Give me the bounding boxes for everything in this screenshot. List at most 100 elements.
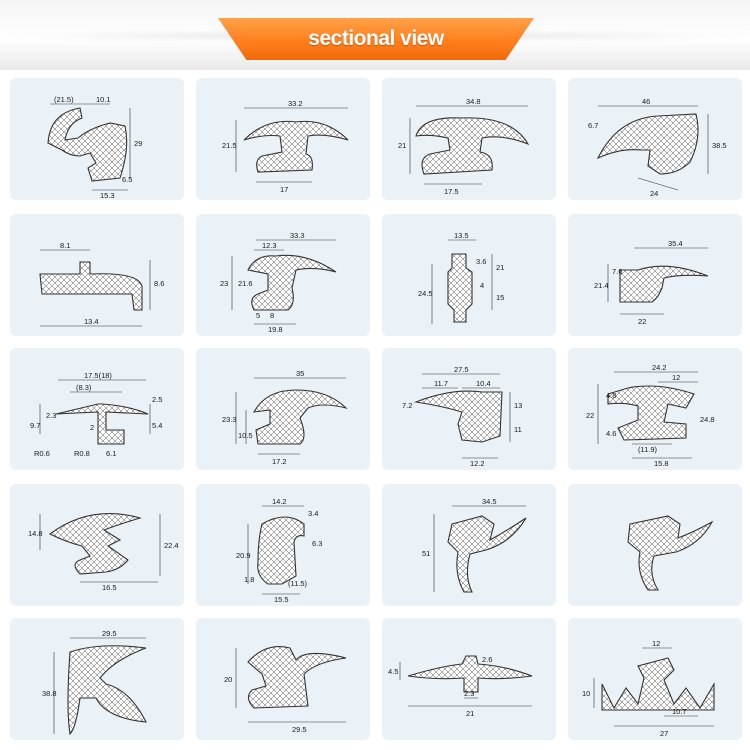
dim-label: 7.2 [402,401,412,410]
dim-label: 22 [586,411,594,420]
dim-label: 51 [422,549,430,558]
profile-card-12: 24.2 12 22 4.8 4.6 24.8 (11.9) 15.8 [568,348,742,470]
dim-label: 21.4 [594,281,609,290]
dim-label: 38.8 [42,689,57,698]
dim-label: 10.7 [672,707,687,716]
dim-label: (11.9) [638,445,658,454]
dim-label: 17.5 [444,187,459,196]
dim-label: 19.8 [268,325,283,334]
dim-label: 24 [650,189,658,198]
dim-label: 21 [398,141,406,150]
dim-label: 21.6 [238,279,253,288]
profile-card-10: 35 23.3 10.5 17.2 [196,348,370,470]
dim-label: 20 [224,675,232,684]
dim-label: 13 [514,401,522,410]
dim-label: 24.2 [652,363,667,372]
dim-label: (8.3) [76,383,92,392]
dim-label: 11 [514,425,522,434]
profile-card-7: 13.5 3.6 24.5 21 4 15 [382,214,556,336]
profile-card-15: 34.5 51 [382,484,556,606]
dim-label: 21 [466,709,474,718]
dim-label: 29.5 [102,629,117,638]
dim-label: 23 [220,279,228,288]
dim-label: 33.3 [290,231,305,240]
dim-label: 35 [296,369,304,378]
dim-label: 8 [270,311,274,320]
dim-label: 6.3 [312,539,322,548]
dim-label: 29 [134,139,142,148]
dim-label: 14.2 [272,497,287,506]
page-title: sectional view [308,27,444,50]
dim-label: R0.6 [34,449,50,458]
dim-label: 34.8 [466,97,481,106]
dim-label: 15 [496,293,504,302]
profile-card-19: 4.5 2.6 2.3 21 [382,618,556,740]
dim-label: 46 [642,97,650,106]
title-banner [218,18,534,60]
dim-label: 15.8 [654,459,669,468]
dim-label: (11.5) [288,579,308,588]
dim-label: 34.5 [482,497,497,506]
dim-label: 4 [480,281,484,290]
dim-label: 16.5 [102,583,117,592]
dim-label: 15.3 [100,191,115,200]
dim-label: 15.5 [274,595,289,604]
dim-label: 2.3 [464,689,474,698]
dim-label: 5.4 [152,421,162,430]
dim-label: 21.5 [222,141,237,150]
dim-label: 27.5 [454,365,469,374]
dim-label: 6.5 [122,175,132,184]
dim-label: (21.5) [54,95,74,104]
dim-label: 8.1 [60,241,70,250]
dim-label: 4.8 [606,391,616,400]
dim-label: 9.7 [30,421,40,430]
dim-label: 1.8 [244,575,254,584]
dim-label: 12.3 [262,241,277,250]
dim-label: 2.3 [46,411,56,420]
dim-label: 14.8 [28,529,43,538]
dim-label: 10.1 [96,95,111,104]
dim-label: 12 [652,639,660,648]
profile-card-5: 8.1 8.6 13.4 [10,214,184,336]
profile-card-13: 14.8 22.4 16.5 [10,484,184,606]
dim-label: 4.6 [606,429,616,438]
profile-card-20: 12 10 10.7 27 [568,618,742,740]
profile-card-4: 46 6.7 38.5 24 [568,78,742,200]
dim-label: 8.6 [154,279,164,288]
dim-label: 17.2 [272,457,287,466]
dim-label: 2 [90,423,94,432]
dim-label: 3.6 [476,257,486,266]
dim-label: 22 [638,317,646,326]
dim-label: 12 [672,373,680,382]
dim-label: 21 [496,263,504,272]
profile-card-6: 33.3 12.3 23 21.6 5 8 19.8 [196,214,370,336]
dim-label: 17.5(18) [84,371,112,380]
profile-card-14: 14.2 3.4 20.9 6.3 1.8 (11.5) 15.5 [196,484,370,606]
profile-card-8: 35.4 21.4 7.6 22 [568,214,742,336]
profile-card-3: 34.8 21 17.5 [382,78,556,200]
dim-label: 33.2 [288,99,303,108]
dim-label: 13.5 [454,231,469,240]
dim-label: 7.6 [612,267,622,276]
dim-label: 13.4 [84,317,99,326]
profile-card-18: 20 29.5 [196,618,370,740]
dim-label: 17 [280,185,288,194]
dim-label: 20.9 [236,551,251,560]
dim-label: 5 [256,311,260,320]
dim-label: 35.4 [668,239,683,248]
profile-card-16 [568,484,742,606]
dim-label: 6.7 [588,121,598,130]
dim-label: 24.8 [700,415,715,424]
dim-label: 12.2 [470,459,485,468]
dim-label: 2.6 [482,655,492,664]
profile-card-1: (21.5) 10.1 29 15.3 6.5 [10,78,184,200]
dim-label: 24.5 [418,289,433,298]
dim-label: 27 [660,729,668,738]
profile-grid: (21.5) 10.1 29 15.3 6.5 33.2 21.5 17 34.… [10,78,744,748]
dim-label: R0.8 [74,449,90,458]
dim-label: 10 [582,689,590,698]
dim-label: 10.4 [476,379,491,388]
dim-label: 22.4 [164,541,179,550]
dim-label: 23.3 [222,415,237,424]
profile-card-11: 27.5 11.7 10.4 7.2 13 11 12.2 [382,348,556,470]
